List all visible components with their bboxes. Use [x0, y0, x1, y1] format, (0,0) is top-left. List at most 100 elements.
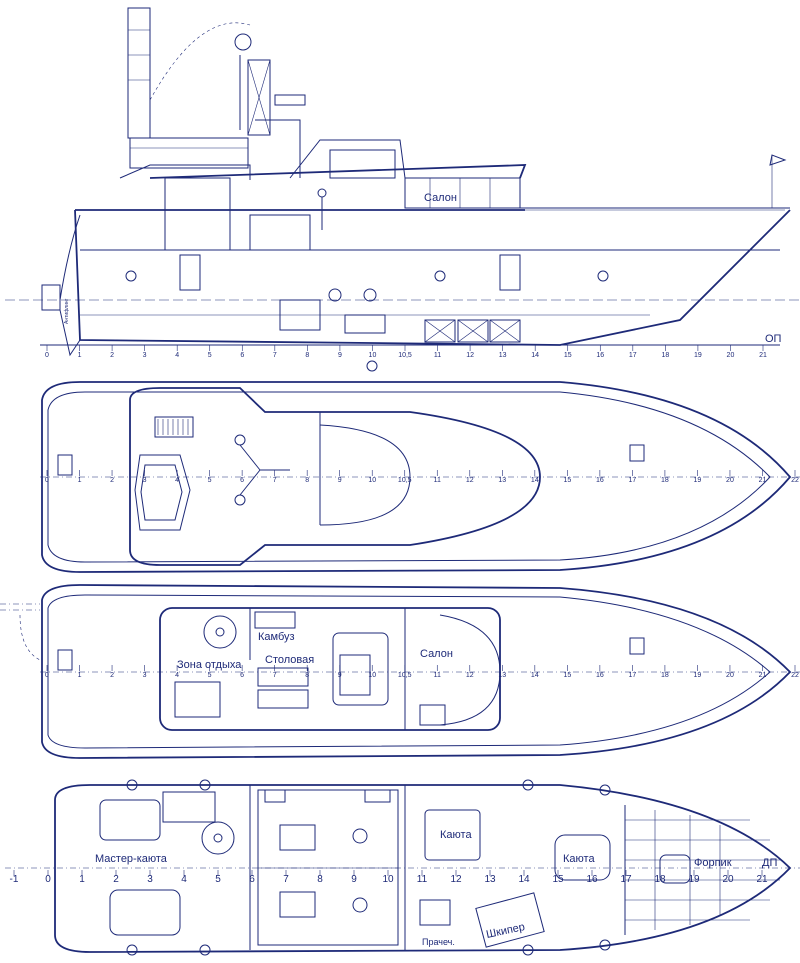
frame-tick-label: 0 — [45, 352, 49, 359]
frame-tick-label: 11 — [417, 874, 428, 885]
frame-tick-label: 20 — [722, 874, 734, 885]
salon-label-profile: Салон — [424, 192, 457, 204]
frame-tick-label: 15 — [564, 352, 572, 359]
frame-tick-label: 2 — [110, 672, 114, 679]
frame-tick-label: 18 — [661, 352, 669, 359]
frame-tick-label: 13 — [498, 477, 506, 484]
forepeak-label: Форпик — [694, 857, 732, 869]
frame-tick-label: 1 — [78, 672, 82, 679]
frame-tick-label: 20 — [726, 672, 734, 679]
frame-tick-label: 7 — [273, 477, 277, 484]
frame-tick-label: 13 — [484, 874, 496, 885]
frame-tick-label: 6 — [240, 477, 244, 484]
frame-tick-label: 2 — [110, 352, 114, 359]
frame-tick-label: 9 — [338, 672, 342, 679]
frame-tick-label: 3 — [143, 352, 147, 359]
frame-tick-label: 15 — [563, 477, 571, 484]
frame-tick-label: 0 — [45, 672, 49, 679]
laundry-label: Прачеч. — [422, 937, 455, 947]
mast — [127, 7, 306, 139]
frame-tick-label: 18 — [661, 672, 669, 679]
frame-tick-label: 16 — [596, 477, 604, 484]
frame-tick-label: 0 — [45, 477, 49, 484]
frame-tick-label: 10 — [368, 672, 376, 679]
frame-tick-label: 5 — [215, 874, 221, 885]
frame-tick-label: 8 — [317, 874, 323, 885]
frame-tick-label: 7 — [273, 672, 277, 679]
frame-tick-label: 4 — [175, 672, 179, 679]
frame-tick-label: -1 — [10, 874, 19, 885]
frame-tick-label: 18 — [661, 477, 669, 484]
frame-tick-label: 8 — [305, 352, 309, 359]
frame-tick-label: 12 — [450, 874, 462, 885]
frame-tick-label: 14 — [531, 477, 539, 484]
frame-tick-label: 6 — [249, 874, 255, 885]
dining-label: Столовая — [265, 654, 314, 666]
frame-tick-label: 21 — [759, 672, 767, 679]
frame-tick-label: 12 — [466, 477, 474, 484]
baseline-label: ОП — [765, 333, 782, 345]
frame-tick-label: 16 — [586, 874, 598, 885]
frame-tick-label: 10 — [382, 874, 394, 885]
frame-tick-label: 20 — [726, 477, 734, 484]
frame-tick-label: 6 — [240, 672, 244, 679]
salon-label: Салон — [420, 648, 453, 660]
frame-tick-label: 4 — [175, 352, 179, 359]
frame-tick-label: 1 — [79, 874, 85, 885]
frame-tick-label: 22 — [791, 477, 799, 484]
frame-tick-label: 17 — [629, 352, 637, 359]
frame-tick-label: 17 — [620, 874, 632, 885]
frame-tick-label: 2 — [113, 874, 119, 885]
frame-tick-label: 12 — [466, 672, 474, 679]
frame-tick-label: 9 — [351, 874, 357, 885]
frame-tick-label: 10,5 — [398, 672, 412, 679]
frame-tick-label: 20 — [727, 352, 735, 359]
master-cabin-label: Мастер-каюта — [95, 853, 168, 865]
frame-tick-label: 8 — [305, 672, 309, 679]
frame-tick-label: 11 — [434, 672, 441, 679]
frame-tick-label: 21 — [756, 874, 768, 885]
frame-tick-label: 3 — [147, 874, 153, 885]
cabin-label-2: Каюта — [563, 853, 595, 865]
frame-tick-label: 14 — [531, 352, 539, 359]
stern-plate-label: Антифлинг — [64, 298, 70, 324]
frame-tick-label: 21 — [759, 352, 767, 359]
frame-tick-label: 18 — [654, 874, 666, 885]
frame-tick-label: 14 — [518, 874, 530, 885]
frame-tick-label: 1 — [78, 352, 82, 359]
frame-tick-label: 1 — [78, 477, 82, 484]
frame-tick-label: 19 — [694, 477, 702, 484]
frame-tick-label: 9 — [338, 352, 342, 359]
frame-tick-label: 17 — [628, 672, 636, 679]
centerline-label: ДП — [762, 857, 777, 869]
frame-tick-label: 5 — [208, 477, 212, 484]
frame-tick-label: 16 — [596, 672, 604, 679]
frame-tick-label: 5 — [208, 672, 212, 679]
frame-tick-label: 5 — [208, 352, 212, 359]
frame-tick-label: 10,5 — [398, 477, 412, 484]
lower-deck-plan-view: Мастер-каюта Каюта Каюта Форпик Шкипер П… — [5, 779, 800, 956]
frame-tick-label: 8 — [305, 477, 309, 484]
frame-tick-label: 16 — [596, 352, 604, 359]
galley-label: Камбуз — [258, 631, 295, 643]
frame-tick-label: 19 — [688, 874, 700, 885]
frame-tick-label: 15 — [563, 672, 571, 679]
frame-tick-label: 13 — [498, 672, 506, 679]
frame-tick-label: 10 — [368, 477, 376, 484]
cabin-label-1: Каюта — [440, 829, 472, 841]
frame-tick-label: 9 — [338, 477, 342, 484]
frame-tick-label: 10,5 — [398, 352, 412, 359]
frame-tick-label: 21 — [759, 477, 767, 484]
frame-tick-label: 17 — [628, 477, 636, 484]
frame-tick-label: 15 — [552, 874, 564, 885]
frame-tick-label: 0 — [45, 874, 51, 885]
frame-tick-label: 3 — [143, 477, 147, 484]
frame-tick-label: 3 — [143, 672, 147, 679]
